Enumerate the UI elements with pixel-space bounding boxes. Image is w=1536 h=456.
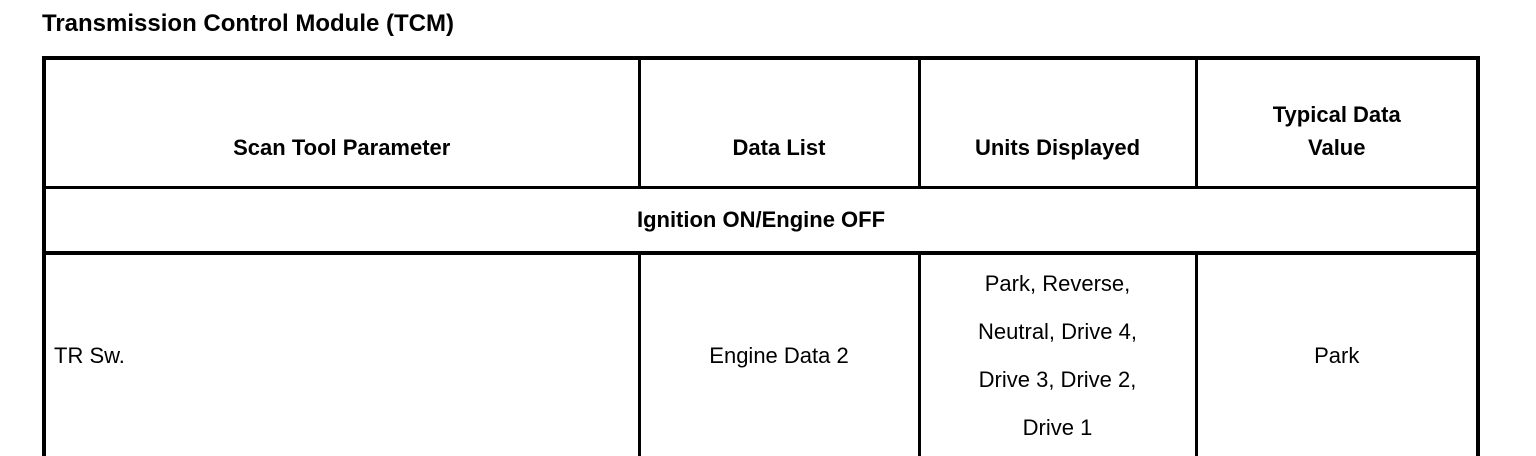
- cell-units-displayed: Park, Reverse, Neutral, Drive 4, Drive 3…: [917, 251, 1198, 456]
- cell-data-list: Engine Data 2: [637, 251, 921, 456]
- tcm-data-table: Scan Tool Parameter Data List Units Disp…: [42, 56, 1480, 456]
- section-row-ignition-state: Ignition ON/Engine OFF: [42, 186, 1480, 255]
- cell-units-displayed-text: Park, Reverse, Neutral, Drive 4, Drive 3…: [978, 271, 1137, 440]
- column-header-typical-data-value: Typical Data Value: [1194, 56, 1480, 189]
- column-header-scan-tool-parameter: Scan Tool Parameter: [42, 56, 641, 189]
- cell-scan-tool-parameter: TR Sw.: [42, 251, 641, 456]
- column-header-typical-data-value-label: Typical Data Value: [1272, 102, 1401, 160]
- column-header-data-list: Data List: [637, 56, 921, 189]
- table-header-row: Scan Tool Parameter Data List Units Disp…: [42, 56, 1480, 189]
- page-title: Transmission Control Module (TCM): [42, 10, 454, 37]
- cell-typical-data-value: Park: [1194, 251, 1480, 456]
- section-row-label: Ignition ON/Engine OFF: [42, 186, 1480, 255]
- column-header-units-displayed: Units Displayed: [917, 56, 1198, 189]
- table-row: TR Sw. Engine Data 2 Park, Reverse, Neut…: [42, 251, 1480, 456]
